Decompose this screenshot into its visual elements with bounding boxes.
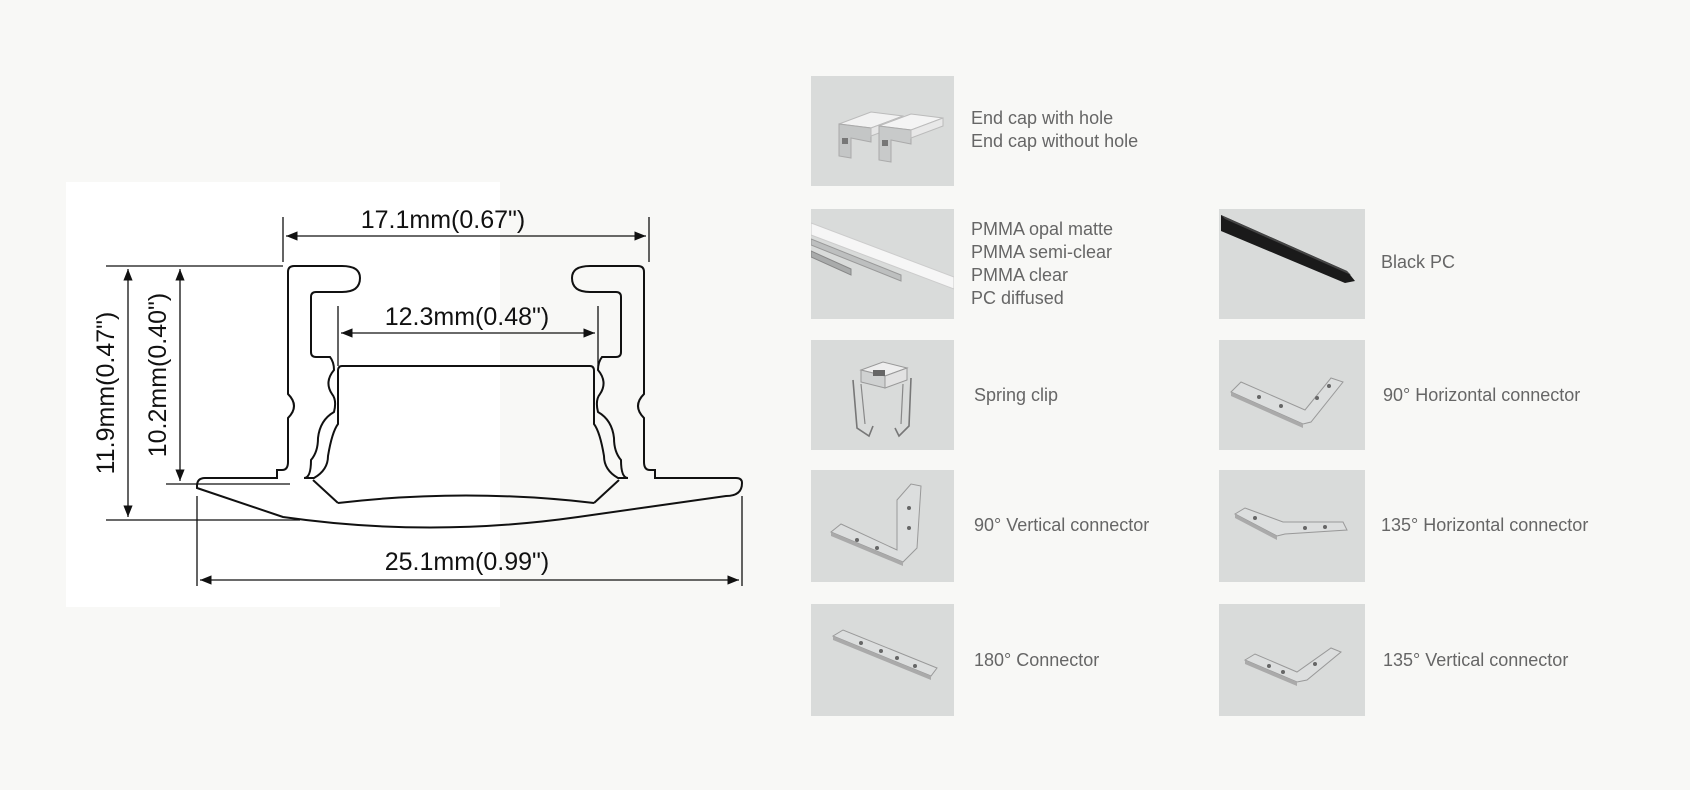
black-pc-label: Black PC: [1381, 252, 1456, 272]
vertical-connector-90-icon: [830, 483, 922, 566]
end-cap-icon: [838, 111, 944, 163]
dim-inner-width: 12.3mm(0.48"): [385, 303, 550, 331]
channel-floor-line: [337, 494, 595, 504]
end-cap-label: End cap with hole End cap without hole: [971, 108, 1139, 151]
vertical-90-label: 90° Vertical connector: [974, 515, 1150, 535]
horizontal-135-label: 135° Horizontal connector: [1381, 515, 1589, 535]
profile-outline: [196, 265, 744, 529]
dim-total-height: 11.9mm(0.47"): [92, 312, 120, 475]
straight-connector-180-icon: [831, 629, 938, 680]
channel-floor-line-2: [312, 479, 620, 504]
horizontal-connector-135-icon: [1233, 507, 1348, 540]
dim-inner-height: 10.2mm(0.40"): [144, 293, 172, 458]
vertical-135-thumbnail: [1219, 604, 1365, 716]
diffuser-thumbnail: [811, 209, 954, 319]
vertical-connector-135-icon: [1243, 647, 1342, 686]
horizontal-135-thumbnail: [1219, 470, 1365, 582]
vertical-90-thumbnail: [811, 470, 954, 582]
spring-clip-icon: [852, 361, 912, 438]
horizontal-90-label: 90° Horizontal connector: [1383, 385, 1581, 405]
connector-180-thumbnail: [811, 604, 954, 716]
vertical-135-label: 135° Vertical connector: [1383, 650, 1569, 670]
horizontal-connector-90-icon: [1230, 377, 1344, 428]
diffuser-label: PMMA opal matte PMMA semi-clear PMMA cle…: [971, 219, 1114, 308]
black-pc-thumbnail: [1219, 209, 1365, 319]
dim-top-width: 17.1mm(0.67"): [361, 206, 526, 234]
spring-clip-thumbnail: [811, 340, 954, 450]
diffuser-strip-icon: [811, 222, 954, 290]
dim-bottom-width: 25.1mm(0.99"): [385, 548, 550, 576]
connector-180-label: 180° Connector: [974, 650, 1100, 670]
spring-clip-label: Spring clip: [974, 385, 1059, 405]
horizontal-90-thumbnail: [1219, 340, 1365, 450]
end-cap-thumbnail: [811, 76, 954, 186]
profile-cross-section: 17.1mm(0.67") 12.3mm(0.48") 25.1mm(0.99"…: [92, 206, 744, 586]
black-cover-icon: [1221, 215, 1355, 283]
